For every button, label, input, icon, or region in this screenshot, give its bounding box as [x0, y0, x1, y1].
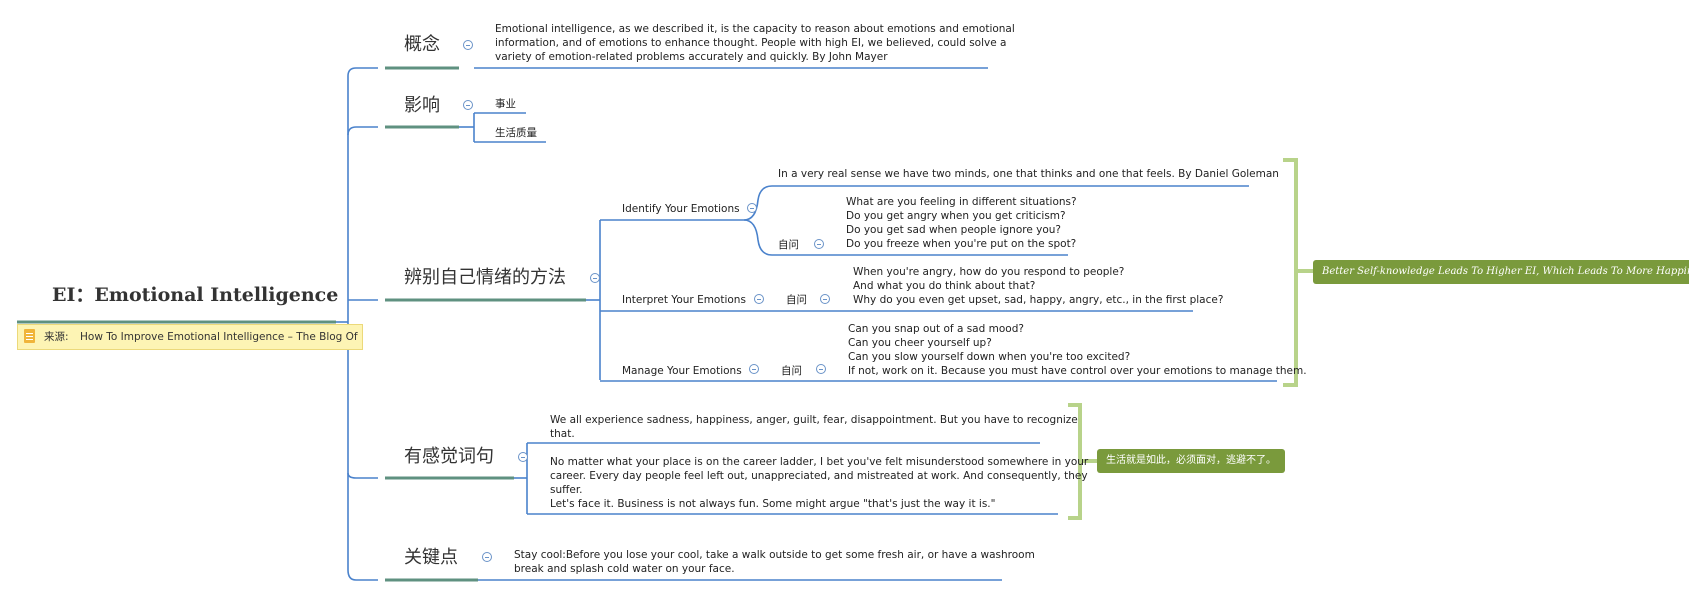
document-icon: [24, 329, 35, 343]
manage-ask-label[interactable]: 自问: [781, 365, 802, 377]
identify-questions[interactable]: What are you feeling in different situat…: [846, 196, 1077, 250]
collapse-methods-icon[interactable]: [590, 273, 600, 283]
collapse-manage-ask-icon[interactable]: [816, 364, 826, 374]
branch-keypoints[interactable]: 关键点: [404, 547, 458, 568]
identify-ask-label[interactable]: 自问: [778, 239, 799, 251]
interpret-questions[interactable]: When you're angry, how do you respond to…: [853, 266, 1224, 306]
concept-text[interactable]: Emotional intelligence, as we described …: [495, 23, 1015, 63]
source-link[interactable]: How To Improve Emotional Intelligence – …: [80, 331, 363, 343]
influence-item-career[interactable]: 事业: [495, 98, 516, 110]
branch-influence[interactable]: 影响: [404, 95, 440, 116]
collapse-manage-icon[interactable]: [749, 364, 759, 374]
node-manage-emotions[interactable]: Manage Your Emotions: [622, 365, 742, 377]
identify-quote[interactable]: In a very real sense we have two minds, …: [778, 168, 1279, 180]
summary-methods[interactable]: Better Self-knowledge Leads To Higher EI…: [1313, 260, 1689, 284]
branch-methods[interactable]: 辨别自己情绪的方法: [404, 267, 566, 288]
collapse-phrases-icon[interactable]: [518, 452, 528, 462]
collapse-keypoints-icon[interactable]: [482, 552, 492, 562]
source-note[interactable]: 来源: How To Improve Emotional Intelligenc…: [17, 324, 363, 350]
interpret-ask-label[interactable]: 自问: [786, 294, 807, 306]
influence-item-life-quality[interactable]: 生活质量: [495, 127, 537, 139]
node-interpret-emotions[interactable]: Interpret Your Emotions: [622, 294, 746, 306]
manage-questions[interactable]: Can you snap out of a sad mood? Can you …: [848, 323, 1307, 377]
source-label: 来源:: [44, 331, 69, 343]
keypoints-text[interactable]: Stay cool:Before you lose your cool, tak…: [514, 549, 1035, 575]
phrases-text-2[interactable]: No matter what your place is on the care…: [550, 456, 1089, 510]
collapse-interpret-icon[interactable]: [754, 294, 764, 304]
collapse-influence-icon[interactable]: [463, 100, 473, 110]
branch-phrases[interactable]: 有感觉词句: [404, 446, 494, 467]
phrases-text-1[interactable]: We all experience sadness, happiness, an…: [550, 414, 1078, 440]
collapse-identify-icon[interactable]: [747, 203, 757, 213]
branch-concept[interactable]: 概念: [404, 34, 440, 55]
collapse-interpret-ask-icon[interactable]: [820, 294, 830, 304]
node-identify-emotions[interactable]: Identify Your Emotions: [622, 203, 740, 215]
root-topic[interactable]: EI：Emotional Intelligence: [52, 284, 339, 306]
collapse-identify-ask-icon[interactable]: [814, 239, 824, 249]
summary-phrases[interactable]: 生活就是如此，必须面对，逃避不了。: [1097, 449, 1285, 473]
collapse-concept-icon[interactable]: [463, 40, 473, 50]
